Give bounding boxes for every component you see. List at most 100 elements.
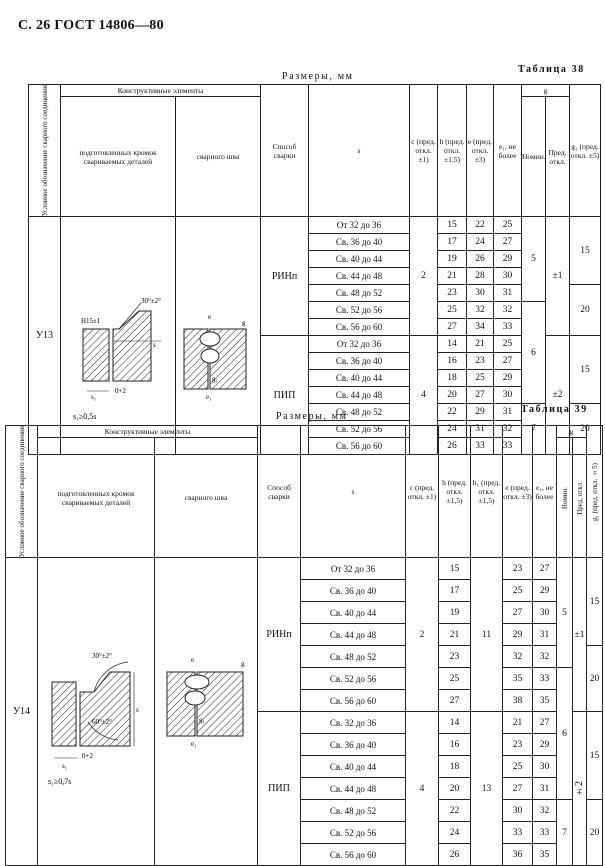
svg-text:30°±2°: 30°±2° <box>141 297 161 305</box>
t1-gdev-1: ±1 <box>545 216 570 337</box>
t1-h-gnom: Номин. <box>521 95 546 218</box>
t1-cell-e1: 31 <box>493 284 522 303</box>
t2-cell-e1: 31 <box>532 777 557 801</box>
t1-cell-e: 26 <box>466 250 494 269</box>
t2-cell-h: 19 <box>438 601 471 625</box>
t2-method-1: РИНп <box>257 557 301 713</box>
t1-g1-1: 15 <box>569 216 601 286</box>
t2-cell-e: 25 <box>502 755 533 779</box>
t1-cell-e: 32 <box>466 301 494 320</box>
t1-h-designation: Условное обозначение сварного соединения <box>28 83 61 218</box>
t2-h-e: e (пред. откл. ±3) <box>502 424 533 559</box>
t2-cell-h: 23 <box>438 645 471 669</box>
t1-cell-e: 27 <box>466 386 494 405</box>
t1-cell-e1: 29 <box>493 250 522 269</box>
t1-cell-e: 22 <box>466 216 494 235</box>
table2-title: Таблица 39 <box>521 404 588 415</box>
t1-h-e: e (пред. откл. ±3) <box>466 83 494 218</box>
t2-cell-e: 36 <box>502 843 533 866</box>
t2-cell-e: 21 <box>502 711 533 735</box>
t2-h-method: Способ сварки <box>257 424 301 559</box>
svg-text:g: g <box>241 660 245 668</box>
t2-cell-e1: 29 <box>532 579 557 603</box>
t1-cell-e: 29 <box>466 403 494 422</box>
t2-h-gdev: Пред. откл. <box>572 436 587 559</box>
page-header: С. 26 ГОСТ 14806—80 <box>18 18 164 33</box>
table-row-s: Св. 40 до 44 <box>308 369 410 388</box>
t2-cell-e: 32 <box>502 645 533 669</box>
t2-cell-h: 15 <box>438 557 471 581</box>
t2-cell-e: 33 <box>502 821 533 845</box>
t2-cell-e1: 30 <box>532 601 557 625</box>
t2-cell-e: 23 <box>502 557 533 581</box>
t2-cell-h: 17 <box>438 579 471 603</box>
t2-h1-2: 13 <box>470 711 503 866</box>
table-row-s: Св. 36 до 40 <box>308 352 410 371</box>
table-row-s: Св. 48 до 52 <box>300 799 406 823</box>
table-row-s: Св. 44 до 48 <box>300 623 406 647</box>
t1-prep-sketch: s₁ 0+2 H15±1 30°±2° s s₁≥0,5s <box>60 216 176 456</box>
t1-g1-2: 20 <box>569 284 601 337</box>
t1-method-1: РИНп <box>260 216 309 337</box>
t2-cell-e: 35 <box>502 667 533 691</box>
t2-cell-e1: 35 <box>532 689 557 713</box>
t1-cell-h: 18 <box>437 369 467 388</box>
t1-h-prepared: подготовленных кромок свариваемых детале… <box>60 95 176 218</box>
t1-gnom-2: 6 <box>521 301 546 405</box>
svg-text:s: s <box>136 706 139 714</box>
svg-text:s₁≥0,5s: s₁≥0,5s <box>73 412 96 421</box>
svg-text:e: e <box>208 313 211 321</box>
t2-cell-e: 25 <box>502 579 533 603</box>
svg-text:H15±1: H15±1 <box>81 317 101 325</box>
t2-h-s: s <box>300 424 406 559</box>
t2-h-e1: e₁, не более <box>532 424 557 559</box>
t2-cell-e1: 32 <box>532 645 557 669</box>
t2-weld-sketch: e g g₁ e₁ <box>154 557 258 866</box>
t2-cell-e1: 33 <box>532 821 557 845</box>
t1-cell-e: 24 <box>466 233 494 252</box>
svg-text:s₁: s₁ <box>62 762 67 770</box>
t1-cell-e: 21 <box>466 335 494 354</box>
t1-cell-e1: 25 <box>493 335 522 354</box>
table-row-s: Св. 48 до 52 <box>300 645 406 669</box>
t1-cell-e1: 32 <box>493 301 522 320</box>
t2-cell-e: 23 <box>502 733 533 757</box>
t2-cell-e1: 35 <box>532 843 557 866</box>
weld-seam-sketch: e g g₁ e₁ <box>183 313 247 401</box>
svg-text:0+2: 0+2 <box>82 752 93 760</box>
t2-cell-e: 30 <box>502 799 533 823</box>
t2-h-h1: h₁ (пред. откл. ±1,5) <box>470 424 503 559</box>
t2-cell-e1: 27 <box>532 711 557 735</box>
t2-gnom-2: 6 <box>556 667 573 801</box>
t2-cell-h: 24 <box>438 821 471 845</box>
table-row-s: Св. 40 до 44 <box>308 250 410 269</box>
t1-cell-e: 30 <box>466 284 494 303</box>
t1-cell-e: 28 <box>466 267 494 286</box>
table-row-s: Св. 56 до 60 <box>300 689 406 713</box>
table1-title: Таблица 38 <box>518 64 585 75</box>
svg-text:g: g <box>242 319 246 327</box>
t2-cell-h: 16 <box>438 733 471 757</box>
table-row-s: Св. 44 до 48 <box>308 386 410 405</box>
t2-h-elements: Конструктивные элементы <box>37 425 258 438</box>
t2-h-c: c (пред. откл. ±1) <box>405 424 439 559</box>
t1-h-g1: g₁ (пред. откл. ±5) <box>569 83 601 218</box>
t2-cell-e1: 27 <box>532 557 557 581</box>
t2-cell-h: 21 <box>438 623 471 647</box>
t2-h-designation: Условное обозначение сварного соединения <box>5 424 38 559</box>
t1-cell-h: 27 <box>437 318 467 337</box>
t1-cell-e: 23 <box>466 352 494 371</box>
table2-caption: Размеры, мм <box>276 411 348 422</box>
svg-text:60°±2°: 60°±2° <box>92 718 112 726</box>
table-row-s: Св. 52 до 56 <box>300 667 406 691</box>
t1-cell-e1: 31 <box>493 403 522 422</box>
t2-gnom-1: 5 <box>556 557 573 669</box>
t1-cell-e1: 33 <box>493 318 522 337</box>
table-row-s: Св. 44 до 48 <box>300 777 406 801</box>
t2-h-g1: g₁ (пред. откл. ±5) <box>586 424 603 559</box>
prepared-edge-sketch: s₁ 0+2 H15±1 30°±2° s s₁≥0,5s <box>73 297 161 421</box>
table-row-s: Св. 32 до 36 <box>300 711 406 735</box>
t2-cell-h: 22 <box>438 799 471 823</box>
t1-cell-h: 20 <box>437 386 467 405</box>
table-row-s: Св. 36 до 40 <box>300 579 406 603</box>
